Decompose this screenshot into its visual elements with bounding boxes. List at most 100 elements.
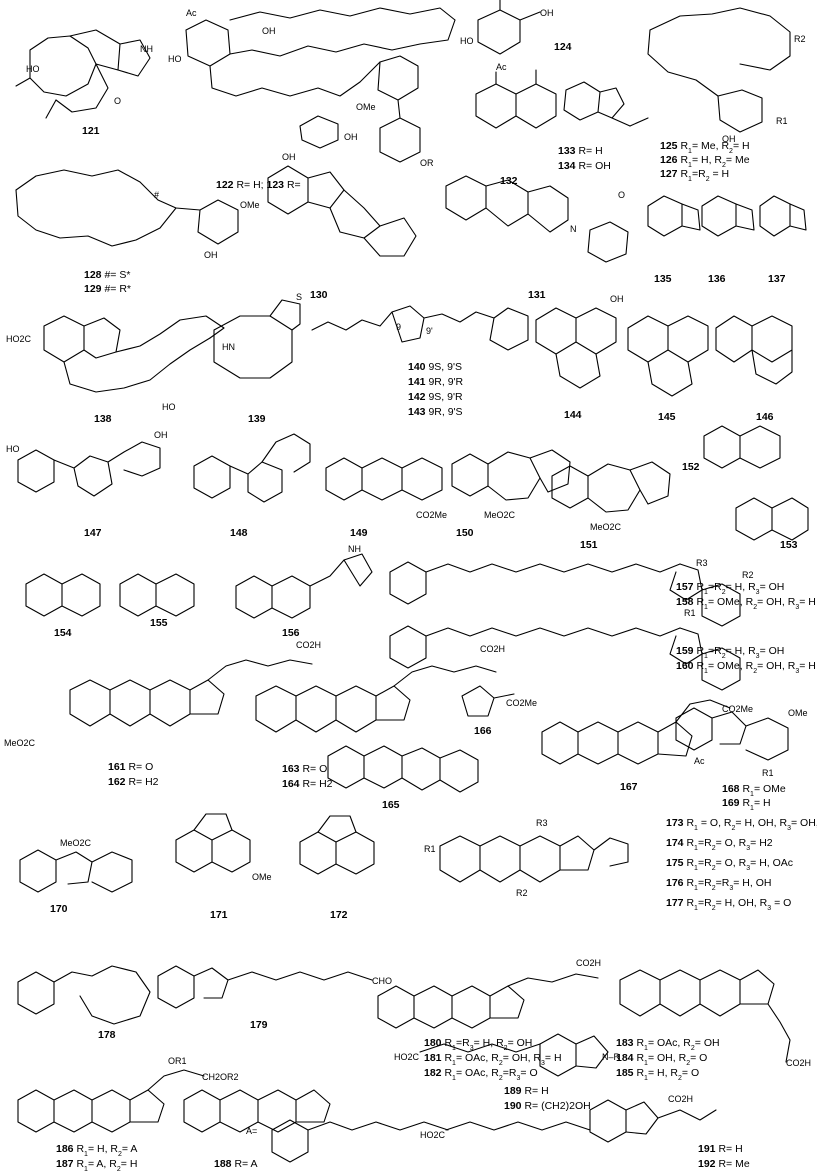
label-181: 181 R1= OAc, R2= OH, R3= H: [424, 1052, 562, 1067]
compound-id: 143: [408, 406, 426, 418]
label-190: 190 R= (CH2)2OH: [504, 1100, 591, 1112]
compound-id: 155: [150, 617, 168, 629]
compound-id: 136: [708, 273, 726, 285]
label-192: 192 R= Me: [698, 1158, 750, 1170]
atom-125-r1: R1: [776, 116, 788, 126]
atom-151-meo2c: MeO2C: [590, 522, 622, 532]
atom-180-co2h: CO2H: [576, 958, 601, 968]
compound-id: 188: [214, 1158, 232, 1170]
atom-138-ho: HO: [162, 402, 176, 412]
atom-140-9p: 9': [426, 326, 433, 336]
label-188: 188 R= A: [214, 1158, 258, 1170]
compound-id: 125: [660, 140, 678, 152]
compound-id: 180: [424, 1037, 442, 1049]
compound-id: 165: [382, 799, 400, 811]
atom-122-ac: Ac: [186, 8, 197, 18]
label-178: 178: [98, 1029, 116, 1041]
compound-id: 122: [216, 179, 234, 191]
compound-id: 167: [620, 781, 638, 793]
structure-132: [475, 69, 557, 129]
compound-id: 174: [666, 837, 684, 849]
structure-163-164: CO2H: [255, 644, 505, 733]
atom-163-co2h: CO2H: [480, 644, 505, 654]
structure-188: A=: [183, 1089, 449, 1163]
atom-128-hash: #: [154, 190, 159, 200]
label-157: 157 R1=R2= H, R3= OH: [676, 581, 784, 596]
atom-125-oh: OH: [722, 134, 736, 144]
atom-138-ho2c: HO2C: [6, 334, 32, 344]
label-177: 177 R1=R2= H, OH, R3 = O: [666, 897, 791, 912]
atom-167-ac: Ac: [694, 756, 705, 766]
compound-id: 178: [98, 1029, 116, 1041]
atom-168-r1: R1: [762, 768, 774, 778]
compound-id: 153: [780, 539, 798, 551]
label-176: 176 R1=R2=R3= H, OH: [666, 877, 771, 892]
label-187: 187 R1= A, R2= H: [56, 1158, 137, 1173]
compound-id: 191: [698, 1143, 716, 1155]
label-127: 127 R1=R2 = H: [660, 168, 729, 183]
label-151: 151: [580, 539, 598, 551]
compound-id: 159: [676, 645, 694, 657]
structure-156: NH: [235, 544, 373, 619]
structure-189-190: HO2C N–R: [394, 1033, 621, 1077]
compound-id: 139: [248, 413, 266, 425]
atom-128-ome: OMe: [240, 200, 260, 210]
atom-166-co2me: CO2Me: [506, 698, 537, 708]
atom-170-meo2c: MeO2C: [60, 838, 92, 848]
compound-id: 184: [616, 1052, 634, 1064]
label-132: 132: [500, 175, 518, 187]
label-165: 165: [382, 799, 400, 811]
label-124: 124: [554, 41, 572, 53]
structure-172: [299, 815, 375, 875]
atom-173-r2: R2: [516, 888, 528, 898]
atom-157-r2: R2: [742, 570, 754, 580]
atom-186-or1: OR1: [168, 1056, 187, 1066]
label-140: 140 9S, 9'S: [408, 361, 462, 373]
compound-id: 168: [722, 783, 740, 795]
label-183: 183 R1= OAc, R2= OH: [616, 1037, 720, 1052]
structure-170: MeO2C: [19, 838, 133, 893]
atom-125-r2: R2: [794, 34, 806, 44]
label-168: 168 R1= OMe: [722, 783, 786, 798]
label-147: 147: [84, 527, 102, 539]
compound-id: 137: [768, 273, 786, 285]
compound-id: 176: [666, 877, 684, 889]
label-150: 150: [456, 527, 474, 539]
compound-id: 154: [54, 627, 72, 639]
structure-150: MeO2C: [451, 449, 571, 520]
compound-id: 134: [558, 160, 576, 172]
label-185: 185 R1= H, R2= O: [616, 1067, 699, 1082]
structure-139: HN S: [213, 292, 302, 379]
compound-id: 166: [474, 725, 492, 737]
label-182: 182 R1= OAc, R2=R3= O: [424, 1067, 538, 1082]
compound-id: 187: [56, 1158, 74, 1170]
structure-180-182: CO2H: [377, 958, 601, 1029]
structure-151: MeO2C: [551, 461, 671, 532]
structure-186-187: OR1 CH2OR2: [17, 1056, 239, 1133]
atom-122-ho: HO: [168, 54, 182, 64]
atom-131-o: O: [618, 190, 625, 200]
structure-121: NH HO O: [15, 29, 153, 119]
label-131: 131: [528, 289, 546, 301]
structure-167: CO2Me Ac: [541, 699, 753, 766]
compound-id: 124: [554, 41, 572, 53]
atom-121-nh: NH: [140, 44, 153, 54]
label-175: 175 R1=R2= O, R3= H, OAc: [666, 857, 793, 872]
label-163: 163 R= O: [282, 763, 327, 775]
label-133: 133 R= H: [558, 145, 603, 157]
atom-124-oh: OH: [540, 8, 554, 18]
compound-id: 127: [660, 168, 678, 180]
compound-id: 135: [654, 273, 672, 285]
compound-id: 126: [660, 154, 678, 166]
structure-135: [647, 195, 701, 237]
compound-id: 189: [504, 1085, 522, 1097]
compound-id: 162: [108, 776, 126, 788]
label-141: 141 9R, 9'R: [408, 376, 464, 388]
structure-137: [759, 195, 807, 237]
structure-140-143: 9 9': [311, 305, 529, 351]
label-191: 191 R= H: [698, 1143, 743, 1155]
label-145: 145: [658, 411, 676, 423]
atom-124-ho: HO: [460, 36, 474, 46]
